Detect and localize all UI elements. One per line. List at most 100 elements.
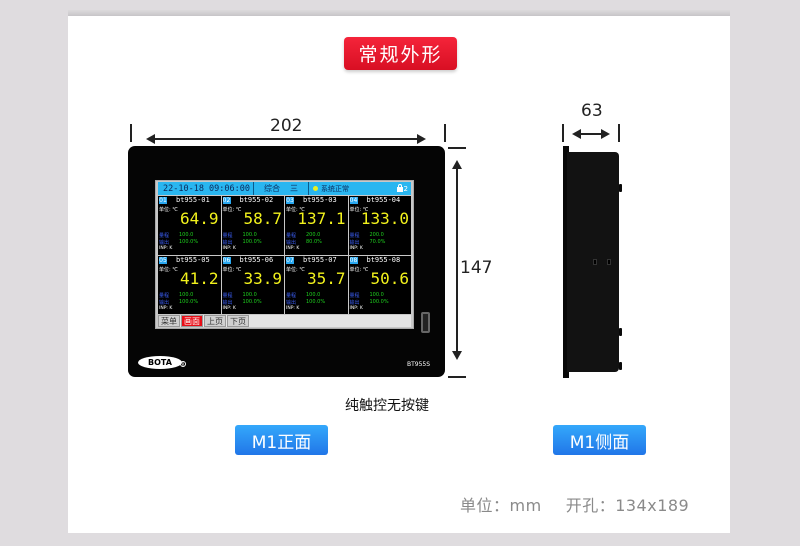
channel-input-type: INP: K: [159, 305, 173, 311]
usb-port-icon: [421, 312, 430, 333]
range-label: 量程: [159, 233, 170, 239]
brand-logo: BOTA: [138, 356, 182, 369]
screen-status-bar: 22-10-18 09:06:00 综合 三 系统正常 2: [158, 182, 411, 195]
channel-number: 06: [222, 256, 231, 264]
channel-input-type: INP: K: [349, 305, 363, 311]
channel-input-type: INP: K: [159, 246, 173, 251]
output-value: 100.0%: [242, 239, 262, 245]
mode-label: 综合: [264, 184, 280, 193]
range-label: 量程: [286, 233, 297, 239]
depth-dim-right-tick: [618, 124, 620, 142]
output-label: 输出: [159, 299, 170, 306]
depth-dim-left-tick: [562, 124, 564, 142]
output-label: 输出: [159, 240, 170, 246]
side-port-icon: [593, 259, 597, 265]
range-value: 100.0: [242, 291, 257, 298]
output-label: 输出: [286, 240, 297, 246]
channel-value: 64.9: [179, 209, 219, 228]
channel-name: bt955-07: [303, 255, 337, 264]
depth-dim-arrow: [572, 129, 610, 139]
device-screen: 22-10-18 09:06:00 综合 三 系统正常 2 01 bt955-0…: [155, 180, 414, 329]
next-page-button[interactable]: 下页: [227, 315, 249, 327]
status-dot-icon: [313, 186, 318, 191]
prev-page-button[interactable]: 上页: [204, 315, 226, 327]
output-value: 80.0%: [306, 239, 322, 245]
channel-number: 01: [159, 197, 167, 204]
channel-range-row: 量程 200.0: [286, 232, 344, 239]
section-title-badge: 常规外形: [344, 37, 457, 70]
height-dim-top-tick: [448, 147, 466, 149]
range-value: 100.0: [179, 291, 194, 298]
channel-output-row: 输出 80.0%: [286, 239, 344, 246]
lock-indicator[interactable]: 2: [396, 184, 411, 193]
channel-name: bt955-06: [239, 255, 274, 264]
channel-unit: 单位: ℃: [349, 266, 369, 273]
lock-level: 2: [403, 184, 408, 193]
channel-number: 05: [159, 256, 167, 264]
device-side-view: [563, 146, 622, 378]
menu-button[interactable]: 菜单: [158, 315, 180, 327]
output-label: 输出: [349, 299, 360, 306]
channel-name: bt955-05: [176, 255, 210, 264]
side-clip: [619, 184, 622, 192]
system-status: 系统正常: [309, 184, 397, 194]
model-label: BT955S: [407, 361, 431, 368]
height-dim-bottom-tick: [448, 376, 466, 378]
touch-caption: 纯触控无按键: [345, 398, 429, 414]
output-value: 100.0%: [306, 298, 326, 305]
screen-menu-bar: 菜单 画面 上页 下页: [158, 315, 411, 327]
range-label: 量程: [349, 292, 360, 299]
range-value: 100.0: [242, 232, 257, 238]
registered-mark-icon: R: [180, 361, 186, 367]
screen-button[interactable]: 画面: [181, 315, 203, 327]
range-label: 量程: [349, 233, 360, 239]
status-text: 系统正常: [321, 184, 349, 193]
channel-number: 03: [286, 197, 294, 204]
mode-display[interactable]: 综合 三: [254, 182, 309, 195]
range-value: 200.0: [306, 232, 321, 238]
output-label: 输出: [222, 299, 233, 306]
footer-specs: 单位：mm 开孔：134x189: [460, 492, 689, 516]
channel-name: bt955-02: [239, 196, 274, 204]
output-value: 100.0%: [179, 239, 199, 245]
channel-input-type: INP: K: [222, 246, 236, 251]
side-clip: [619, 328, 622, 336]
channel-value: 33.9: [243, 268, 282, 288]
cutout-spec: 开孔：134x189: [565, 496, 690, 515]
channel-number: 08: [349, 256, 358, 264]
channel-value: 41.2: [179, 268, 219, 288]
datetime-display: 22-10-18 09:06:00: [158, 182, 254, 195]
width-dim-arrow: [146, 134, 426, 144]
channel-value: 35.7: [306, 268, 346, 288]
channel-output-row: 输出 100.0%: [223, 239, 281, 246]
channel-number: 02: [222, 197, 231, 204]
channel-unit: 单位: ℃: [286, 266, 305, 273]
side-clip: [619, 362, 622, 370]
side-view-label: M1侧面: [553, 425, 646, 455]
channel-name: bt955-08: [366, 255, 401, 264]
output-label: 输出: [222, 240, 233, 246]
unit-spec: 单位：mm: [460, 496, 542, 515]
range-label: 量程: [222, 292, 233, 299]
card-top-shadow: [68, 10, 730, 17]
front-view-label: M1正面: [235, 425, 328, 455]
output-label: 输出: [286, 299, 297, 306]
output-value: 100.0%: [369, 298, 389, 305]
